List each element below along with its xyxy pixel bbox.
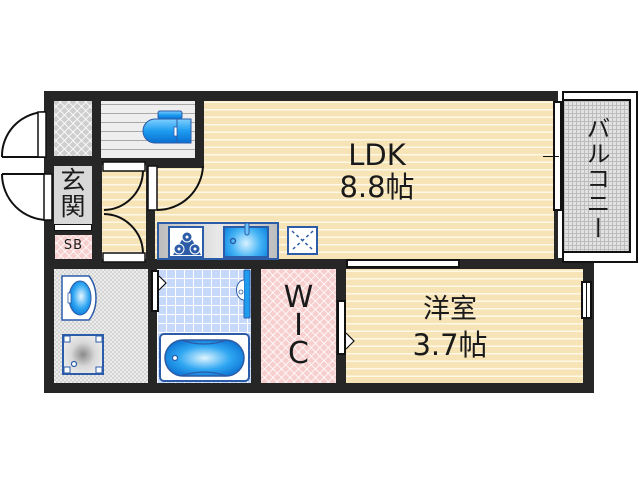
entrance-label-1: 玄	[60, 166, 86, 195]
sink-icon	[223, 222, 269, 258]
bathroom-door	[151, 270, 159, 312]
wic-label-w: W	[283, 280, 314, 315]
storage-closet	[54, 101, 92, 156]
bathroom-door-indicator	[158, 275, 167, 291]
toilet-door-swing	[102, 161, 146, 263]
ldk-name: LDK	[348, 138, 406, 172]
wic-door-indicator	[345, 332, 355, 350]
ldk-door-swing	[147, 165, 204, 212]
closet-door-swing	[0, 111, 47, 158]
western-room-name: 洋室	[423, 294, 477, 325]
shoe-box	[55, 235, 92, 259]
wic-label-i: I	[294, 308, 303, 343]
balcony-window-handle	[543, 156, 559, 157]
refrigerator-space-icon	[287, 226, 318, 255]
hallway	[102, 165, 146, 259]
wic-label-c: C	[288, 336, 309, 371]
stove-icon	[168, 226, 204, 258]
entrance-label-2: 関	[60, 192, 86, 221]
entrance-step	[54, 224, 92, 231]
walk-in-closet	[261, 269, 336, 383]
wic-door	[337, 300, 346, 355]
toilet-icon	[137, 110, 193, 147]
entrance-genkan	[54, 166, 92, 230]
ldk-size: 8.8帖	[339, 170, 415, 204]
washbasin-icon	[61, 275, 97, 321]
entrance-door-swing	[1, 173, 53, 221]
balcony-label: バルコニー	[582, 116, 610, 241]
balcony	[562, 99, 631, 253]
washing-machine-pan-icon	[62, 334, 104, 375]
western-room-size: 3.7帖	[412, 328, 488, 362]
western-room-sliding-door	[346, 259, 460, 268]
bathroom-faucet-icon	[236, 269, 251, 320]
bathtub-icon	[159, 333, 250, 382]
western-room-window	[581, 281, 592, 319]
shoe-box-label: SB	[63, 238, 84, 253]
western-room	[346, 269, 583, 383]
